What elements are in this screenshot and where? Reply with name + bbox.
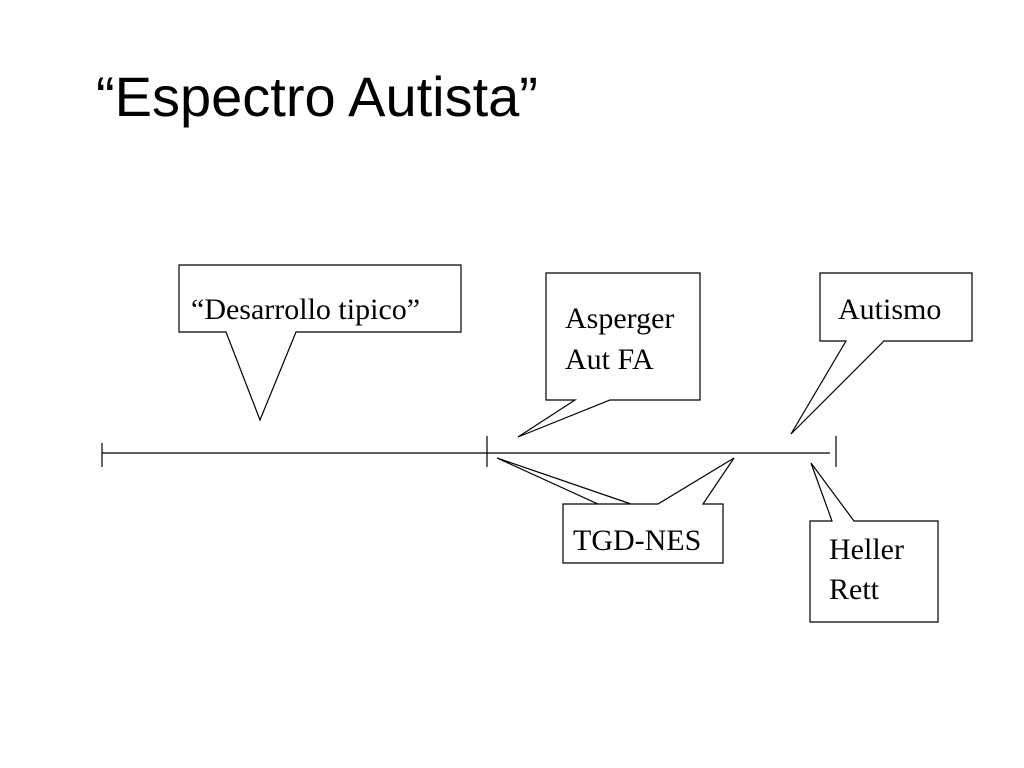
callout-asperger-line-2: Aut FA (565, 343, 654, 376)
callout-autismo: Autismo (790, 272, 973, 435)
callout-asperger: Asperger Aut FA (517, 272, 701, 438)
callout-shape (809, 462, 939, 623)
callout-desarrollo-tipico: “Desarrollo tipico” (178, 264, 462, 422)
callout-asperger-line-1: Asperger (565, 302, 674, 335)
callout-tgd-nes: TGD-NES (496, 457, 735, 564)
callout-shape (790, 272, 973, 435)
callout-desarrollo-tipico-line-1: “Desarrollo tipico” (191, 293, 420, 326)
callout-shape (178, 264, 462, 422)
callout-heller-rett: Heller Rett (809, 462, 939, 623)
callout-tgd-nes-line-1: TGD-NES (573, 524, 701, 557)
callout-autismo-line-1: Autismo (838, 293, 941, 326)
slide-title: “Espectro Autista” (96, 65, 538, 128)
spectrum-axis (101, 436, 837, 467)
callout-shape (496, 457, 735, 564)
callout-heller-rett-line-2: Rett (829, 573, 880, 606)
callout-heller-rett-line-1: Heller (829, 533, 904, 566)
callout-shape (517, 272, 701, 438)
